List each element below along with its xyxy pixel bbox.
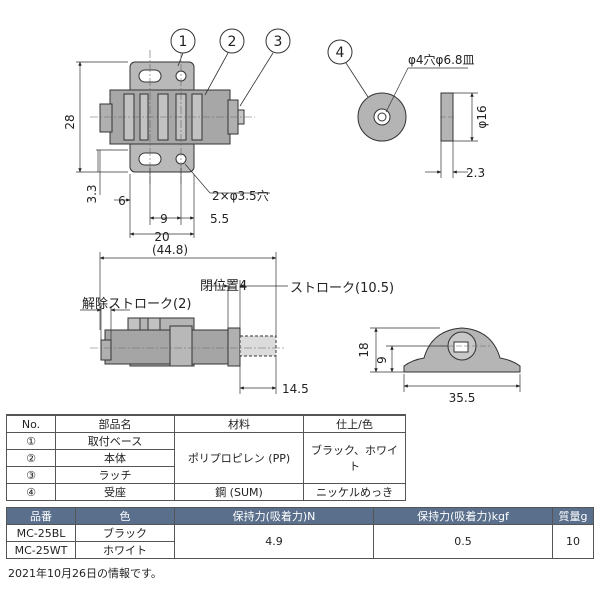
parts-table-header: No. 部品名 材料 仕上/色 (6, 414, 406, 433)
side-plunger (227, 327, 241, 367)
svg-text:20: 20 (154, 230, 169, 244)
svg-text:5.5: 5.5 (210, 212, 229, 226)
dimensions-side (80, 252, 288, 394)
table-row: ④ 受座 鋼 (SUM) ニッケルめっき (6, 483, 406, 501)
spec-table-header: 品番 色 保持力(吸着力)N 保持力(吸着力)kgf 質量g (6, 507, 594, 525)
callout-4: 4 (327, 39, 369, 98)
technical-drawing: 1 2 3 28 3.3 6 9 5.5 20 2×φ3.5穴 (63, 28, 521, 405)
dimensions-receiver-side (370, 327, 521, 392)
receiver-view (357, 92, 456, 142)
svg-text:ストローク(10.5): ストローク(10.5) (290, 281, 394, 296)
table-row: ② 本体 (6, 449, 406, 467)
finish-shared: ブラック、ホワイト (303, 432, 406, 484)
svg-text:14.5: 14.5 (282, 382, 309, 396)
svg-text:(44.8): (44.8) (152, 243, 188, 257)
svg-text:φ4穴φ6.8皿: φ4穴φ6.8皿 (408, 52, 475, 67)
table-row: ① 取付ベース ポリプロピレン (PP) ブラック、ホワイト (6, 432, 406, 484)
latch-side-view (90, 317, 285, 367)
spec-table: 品番 色 保持力(吸着力)N 保持力(吸着力)kgf 質量g MC-25BL ブ… (6, 507, 594, 559)
latch-top-view (90, 50, 255, 185)
dimensions-top-view (76, 61, 270, 238)
svg-text:閉位置4: 閉位置4 (200, 279, 247, 294)
col-finish: 仕上/色 (303, 414, 406, 433)
svg-text:9: 9 (160, 212, 168, 226)
table-row: MC-25WT ホワイト (6, 541, 594, 559)
svg-text:3.3: 3.3 (85, 184, 99, 203)
svg-text:2: 2 (228, 34, 237, 50)
svg-text:φ16: φ16 (475, 105, 489, 128)
svg-text:4: 4 (336, 45, 345, 61)
release-knob (99, 103, 113, 133)
svg-text:18: 18 (357, 342, 371, 357)
svg-text:35.5: 35.5 (449, 391, 476, 405)
callout-3: 3 (239, 28, 291, 107)
side-body (104, 329, 231, 365)
holding-force-kgf: 0.5 (373, 524, 553, 559)
callout-1: 1 (170, 28, 196, 67)
col-no: No. (6, 414, 56, 433)
mass: 10 (552, 524, 594, 559)
material-shared: ポリプロピレン (PP) (174, 432, 304, 484)
svg-text:6: 6 (118, 194, 126, 208)
svg-text:3: 3 (274, 34, 283, 50)
svg-text:28: 28 (63, 114, 77, 129)
holding-force-n: 4.9 (174, 524, 374, 559)
svg-text:解除ストローク(2): 解除ストローク(2) (82, 297, 191, 312)
table-row: MC-25BL ブラック 4.9 0.5 10 (6, 524, 594, 559)
info-date-note: 2021年10月26日の情報です。 (8, 567, 162, 580)
svg-text:1: 1 (179, 34, 188, 50)
receiver-side-view (403, 327, 521, 373)
col-material: 材料 (174, 414, 304, 433)
dimensions-receiver (385, 67, 478, 178)
callout-2: 2 (204, 28, 245, 96)
side-knob (100, 339, 112, 361)
svg-text:2.3: 2.3 (466, 166, 485, 180)
parts-table: No. 部品名 材料 仕上/色 ① 取付ベース ポリプロピレン (PP) ブラッ… (6, 414, 406, 501)
col-part-name: 部品名 (55, 414, 175, 433)
svg-text:9: 9 (375, 356, 389, 364)
svg-text:2×φ3.5穴: 2×φ3.5穴 (212, 188, 269, 203)
